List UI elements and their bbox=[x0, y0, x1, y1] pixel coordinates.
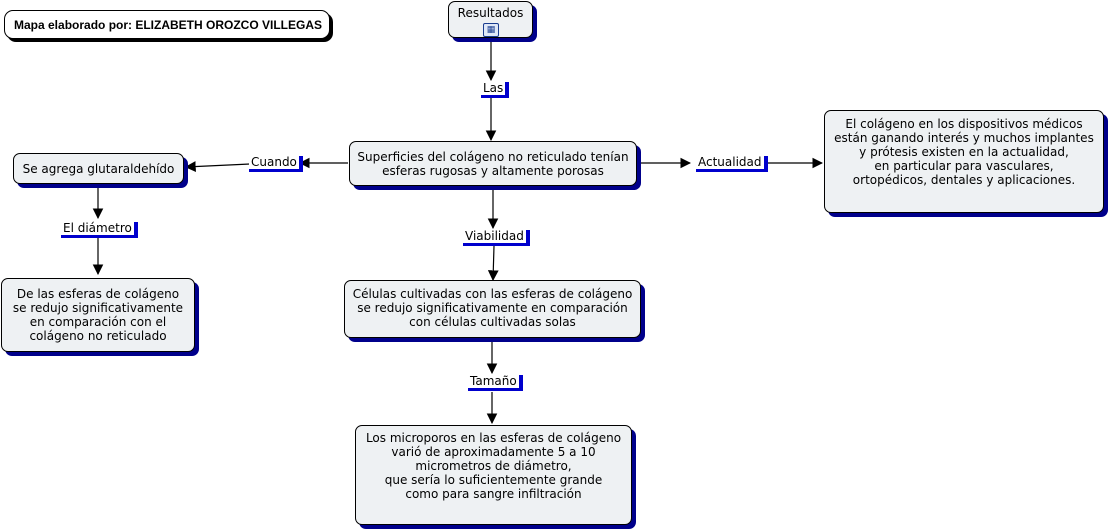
node-celulas-label: Células cultivadas con las esferas de co… bbox=[352, 287, 633, 329]
node-esferas-reducido[interactable]: De las esferas de colágeno se redujo sig… bbox=[1, 278, 195, 352]
node-resultados-label: Resultados bbox=[457, 6, 524, 20]
node-glutaraldehido-label: Se agrega glutaraldehído bbox=[22, 161, 175, 176]
link-diametro-label: El diámetro bbox=[63, 221, 132, 235]
node-microporos[interactable]: Los microporos en las esferas de colágen… bbox=[355, 425, 632, 525]
link-tamano-label: Tamaño bbox=[470, 374, 517, 388]
link-actualidad-label: Actualidad bbox=[698, 155, 762, 169]
node-colageno-dispositivos-label: El colágeno en los dispositivos médicos … bbox=[834, 117, 1094, 187]
link-viabilidad-label: Viabilidad bbox=[465, 229, 524, 243]
link-viabilidad: Viabilidad bbox=[463, 229, 530, 246]
author-credit-text: Mapa elaborado por: ELIZABETH OROZCO VIL… bbox=[14, 17, 323, 32]
node-microporos-label: Los microporos en las esferas de colágen… bbox=[365, 431, 622, 501]
concept-map-link-icon[interactable]: ▦ bbox=[483, 23, 499, 37]
author-credit: Mapa elaborado por: ELIZABETH OROZCO VIL… bbox=[4, 10, 330, 39]
node-superficies[interactable]: Superficies del colágeno no reticulado t… bbox=[349, 141, 637, 186]
link-tamano: Tamaño bbox=[468, 374, 523, 391]
link-las-label: Las bbox=[483, 81, 504, 95]
node-celulas[interactable]: Células cultivadas con las esferas de co… bbox=[344, 280, 641, 338]
node-glutaraldehido[interactable]: Se agrega glutaraldehído bbox=[13, 153, 184, 184]
node-esferas-reducido-label: De las esferas de colágeno se redujo sig… bbox=[12, 287, 184, 343]
node-colageno-dispositivos[interactable]: El colágeno en los dispositivos médicos … bbox=[824, 110, 1104, 213]
edge-cuando-glut bbox=[184, 161, 251, 172]
link-diametro: El diámetro bbox=[61, 221, 138, 238]
edge-viabilidad-celulas bbox=[487, 245, 499, 282]
link-cuando: Cuando bbox=[249, 155, 303, 172]
link-actualidad: Actualidad bbox=[696, 155, 768, 172]
link-las: Las bbox=[481, 81, 510, 98]
link-cuando-label: Cuando bbox=[251, 155, 297, 169]
node-superficies-label: Superficies del colágeno no reticulado t… bbox=[357, 149, 629, 178]
